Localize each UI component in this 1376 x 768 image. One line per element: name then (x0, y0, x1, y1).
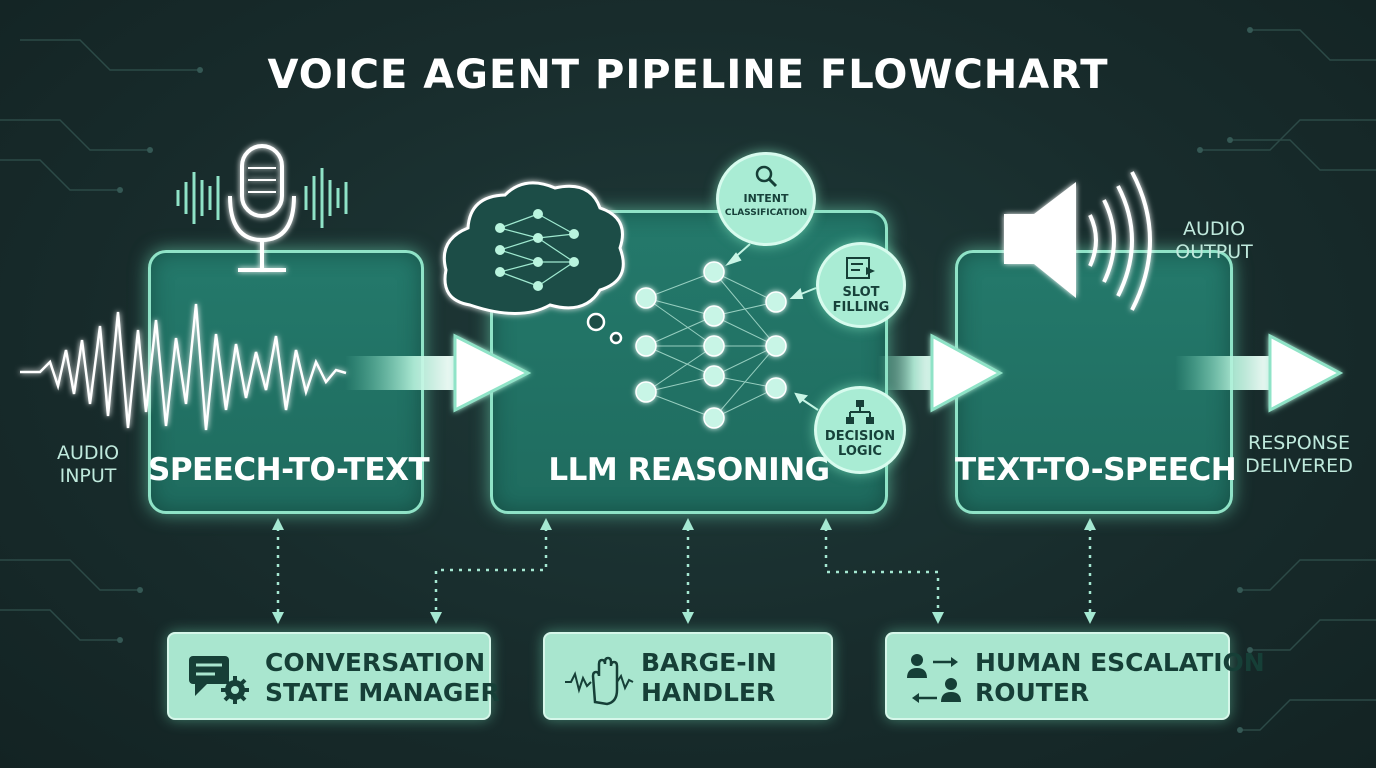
flowchart-icon (846, 400, 874, 424)
conversation-state-manager-box[interactable]: CONVERSATION STATE MANAGER (167, 632, 500, 720)
text-to-speech-label: TEXT-TO-SPEECH (955, 452, 1237, 488)
magnifier-icon (755, 165, 778, 188)
human-escalation-router-box[interactable]: HUMAN ESCALATION ROUTER (885, 632, 1265, 720)
audio-output-line-1: AUDIO (1182, 218, 1246, 240)
response-line-1: RESPONSE (1248, 432, 1350, 454)
decision-logic-text: DECISION LOGIC (817, 429, 903, 459)
page-title: VOICE AGENT PIPELINE FLOWCHART (267, 52, 1109, 98)
intent-line-2: CLASSIFICATION (724, 208, 808, 218)
audio-output-label: AUDIO OUTPUT (1166, 218, 1262, 264)
conversation-state-manager-text: CONVERSATION STATE MANAGER (265, 648, 500, 708)
escalation-line-1: HUMAN ESCALATION (975, 648, 1265, 677)
barge-in-handler-text: BARGE-IN HANDLER (641, 648, 777, 708)
conversation-line-2: STATE MANAGER (265, 678, 500, 707)
response-delivered-label: RESPONSE DELIVERED (1238, 432, 1360, 478)
audio-input-label: AUDIO INPUT (46, 442, 130, 488)
intent-classification-bubble[interactable]: INTENT CLASSIFICATION (716, 152, 816, 246)
form-icon (846, 257, 875, 279)
escalation-line-2: ROUTER (975, 678, 1090, 707)
response-line-2: DELIVERED (1245, 455, 1353, 477)
slot-line-2: FILLING (832, 300, 890, 315)
slot-filling-text: SLOT FILLING (819, 285, 903, 315)
chat-gear-icon (189, 656, 249, 704)
audio-input-line-1: AUDIO (56, 442, 120, 464)
barge-in-handler-box[interactable]: BARGE-IN HANDLER (543, 632, 833, 720)
intent-classification-text: INTENT CLASSIFICATION (719, 191, 813, 221)
barge-line-2: HANDLER (641, 678, 776, 707)
people-arrows-icon (907, 654, 961, 703)
slot-filling-bubble[interactable]: SLOT FILLING (816, 242, 906, 328)
decision-line-2: LOGIC (838, 444, 882, 459)
wave-hand-icon (565, 656, 634, 706)
decision-line-1: DECISION (824, 429, 896, 444)
slot-line-1: SLOT (842, 285, 880, 300)
human-escalation-router-text: HUMAN ESCALATION ROUTER (975, 648, 1265, 708)
llm-reasoning-label: LLM REASONING (548, 452, 830, 488)
barge-line-1: BARGE-IN (641, 648, 777, 677)
audio-input-line-2: INPUT (59, 465, 117, 487)
audio-output-line-2: OUTPUT (1175, 241, 1253, 263)
conversation-line-1: CONVERSATION (265, 648, 486, 677)
speech-to-text-label: SPEECH-TO-TEXT (148, 452, 430, 488)
intent-line-1: INTENT (743, 192, 789, 205)
decision-logic-bubble[interactable]: DECISION LOGIC (814, 386, 906, 474)
